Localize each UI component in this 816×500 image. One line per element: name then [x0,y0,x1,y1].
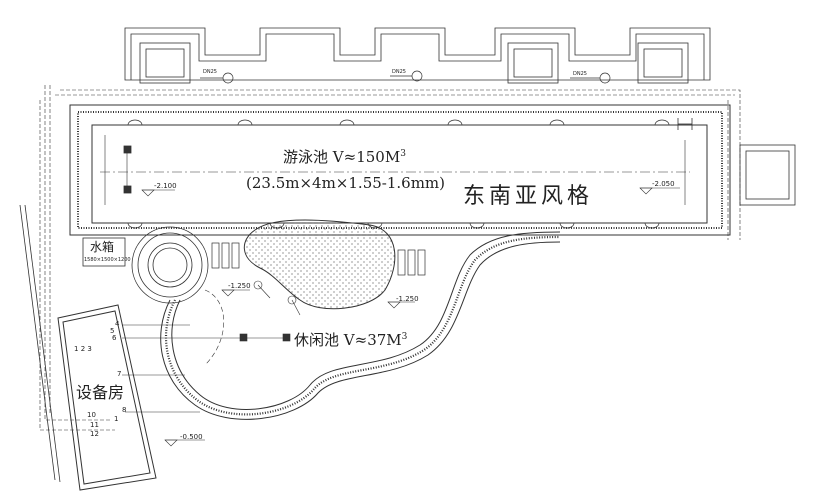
pipe-label-dn25: DN25 [203,69,217,75]
loungers [211,242,426,276]
main-pool [69,104,731,236]
leisure-pool-water [243,219,396,310]
level-markers [141,187,680,447]
spa-arc [204,289,224,366]
pipe-label-dn25: DN25 [392,69,406,75]
leisure-pool-volume: V≈37M [343,331,402,349]
round-spa [131,226,209,304]
pipe-number: 11 [90,421,99,429]
planter-box-1-inner [145,48,185,78]
leisure-pool-name: 休闲池 [294,331,340,349]
inlet-fittings [253,280,301,316]
underwater-lights [127,119,670,229]
pipe-number: 8 [122,406,127,414]
leisure-pool-label: 休闲池 V≈37M3 [294,333,407,348]
planter-box-2 [507,42,559,84]
style-label: 东南亚风格 [463,184,594,209]
level-label: -2.100 [154,182,177,190]
pipe-number: 7 [117,370,122,378]
level-label: -1.250 [228,282,251,290]
level-label: -1.250 [396,295,419,303]
valve-group [200,70,611,84]
pipe-leaders [19,204,291,483]
planter-box-3 [637,42,689,84]
boundary-wall-outer [124,27,711,81]
leisure-pool-volume-exp: 3 [401,332,408,342]
equipment-room-label: 设备房 [76,383,125,402]
pipe-label-dn25: DN25 [573,71,587,77]
planter-box-3-inner [643,48,683,78]
planter-box-1 [139,42,191,84]
pool-dimensions: (23.5m×4m×1.55-1.6mm) [246,174,445,192]
planter-box-2-inner [513,48,553,78]
water-tank-label: 水箱 [90,240,115,254]
pipe-number-1-2-3: 1 2 3 [74,345,92,353]
curved-edge [160,231,561,420]
pool-name-volume: 游泳池 V≈150M3 [283,150,406,165]
pipe-number: 4 [115,320,120,328]
level-label: -2.050 [652,180,675,188]
pool-volume: V≈150M [332,148,401,166]
planter-box-right-inner [745,150,790,200]
boundary-wall-inner [130,33,705,80]
pipe-number: 1 [114,415,119,423]
level-label: -0.500 [180,433,203,441]
pipe-number: 6 [112,334,117,342]
pipe-number: 12 [90,430,99,438]
equipment-room-outline [57,304,157,491]
pipe-number: 5 [110,327,115,335]
pool-volume-exp: 3 [400,149,406,159]
water-tank-box [82,237,126,267]
pool-name: 游泳池 [283,148,329,166]
pipe-number: 10 [87,411,96,419]
water-tank-size: 1580×1500×1200 [84,257,131,263]
pipe-runs [39,85,741,431]
planter-box-right [739,144,796,206]
